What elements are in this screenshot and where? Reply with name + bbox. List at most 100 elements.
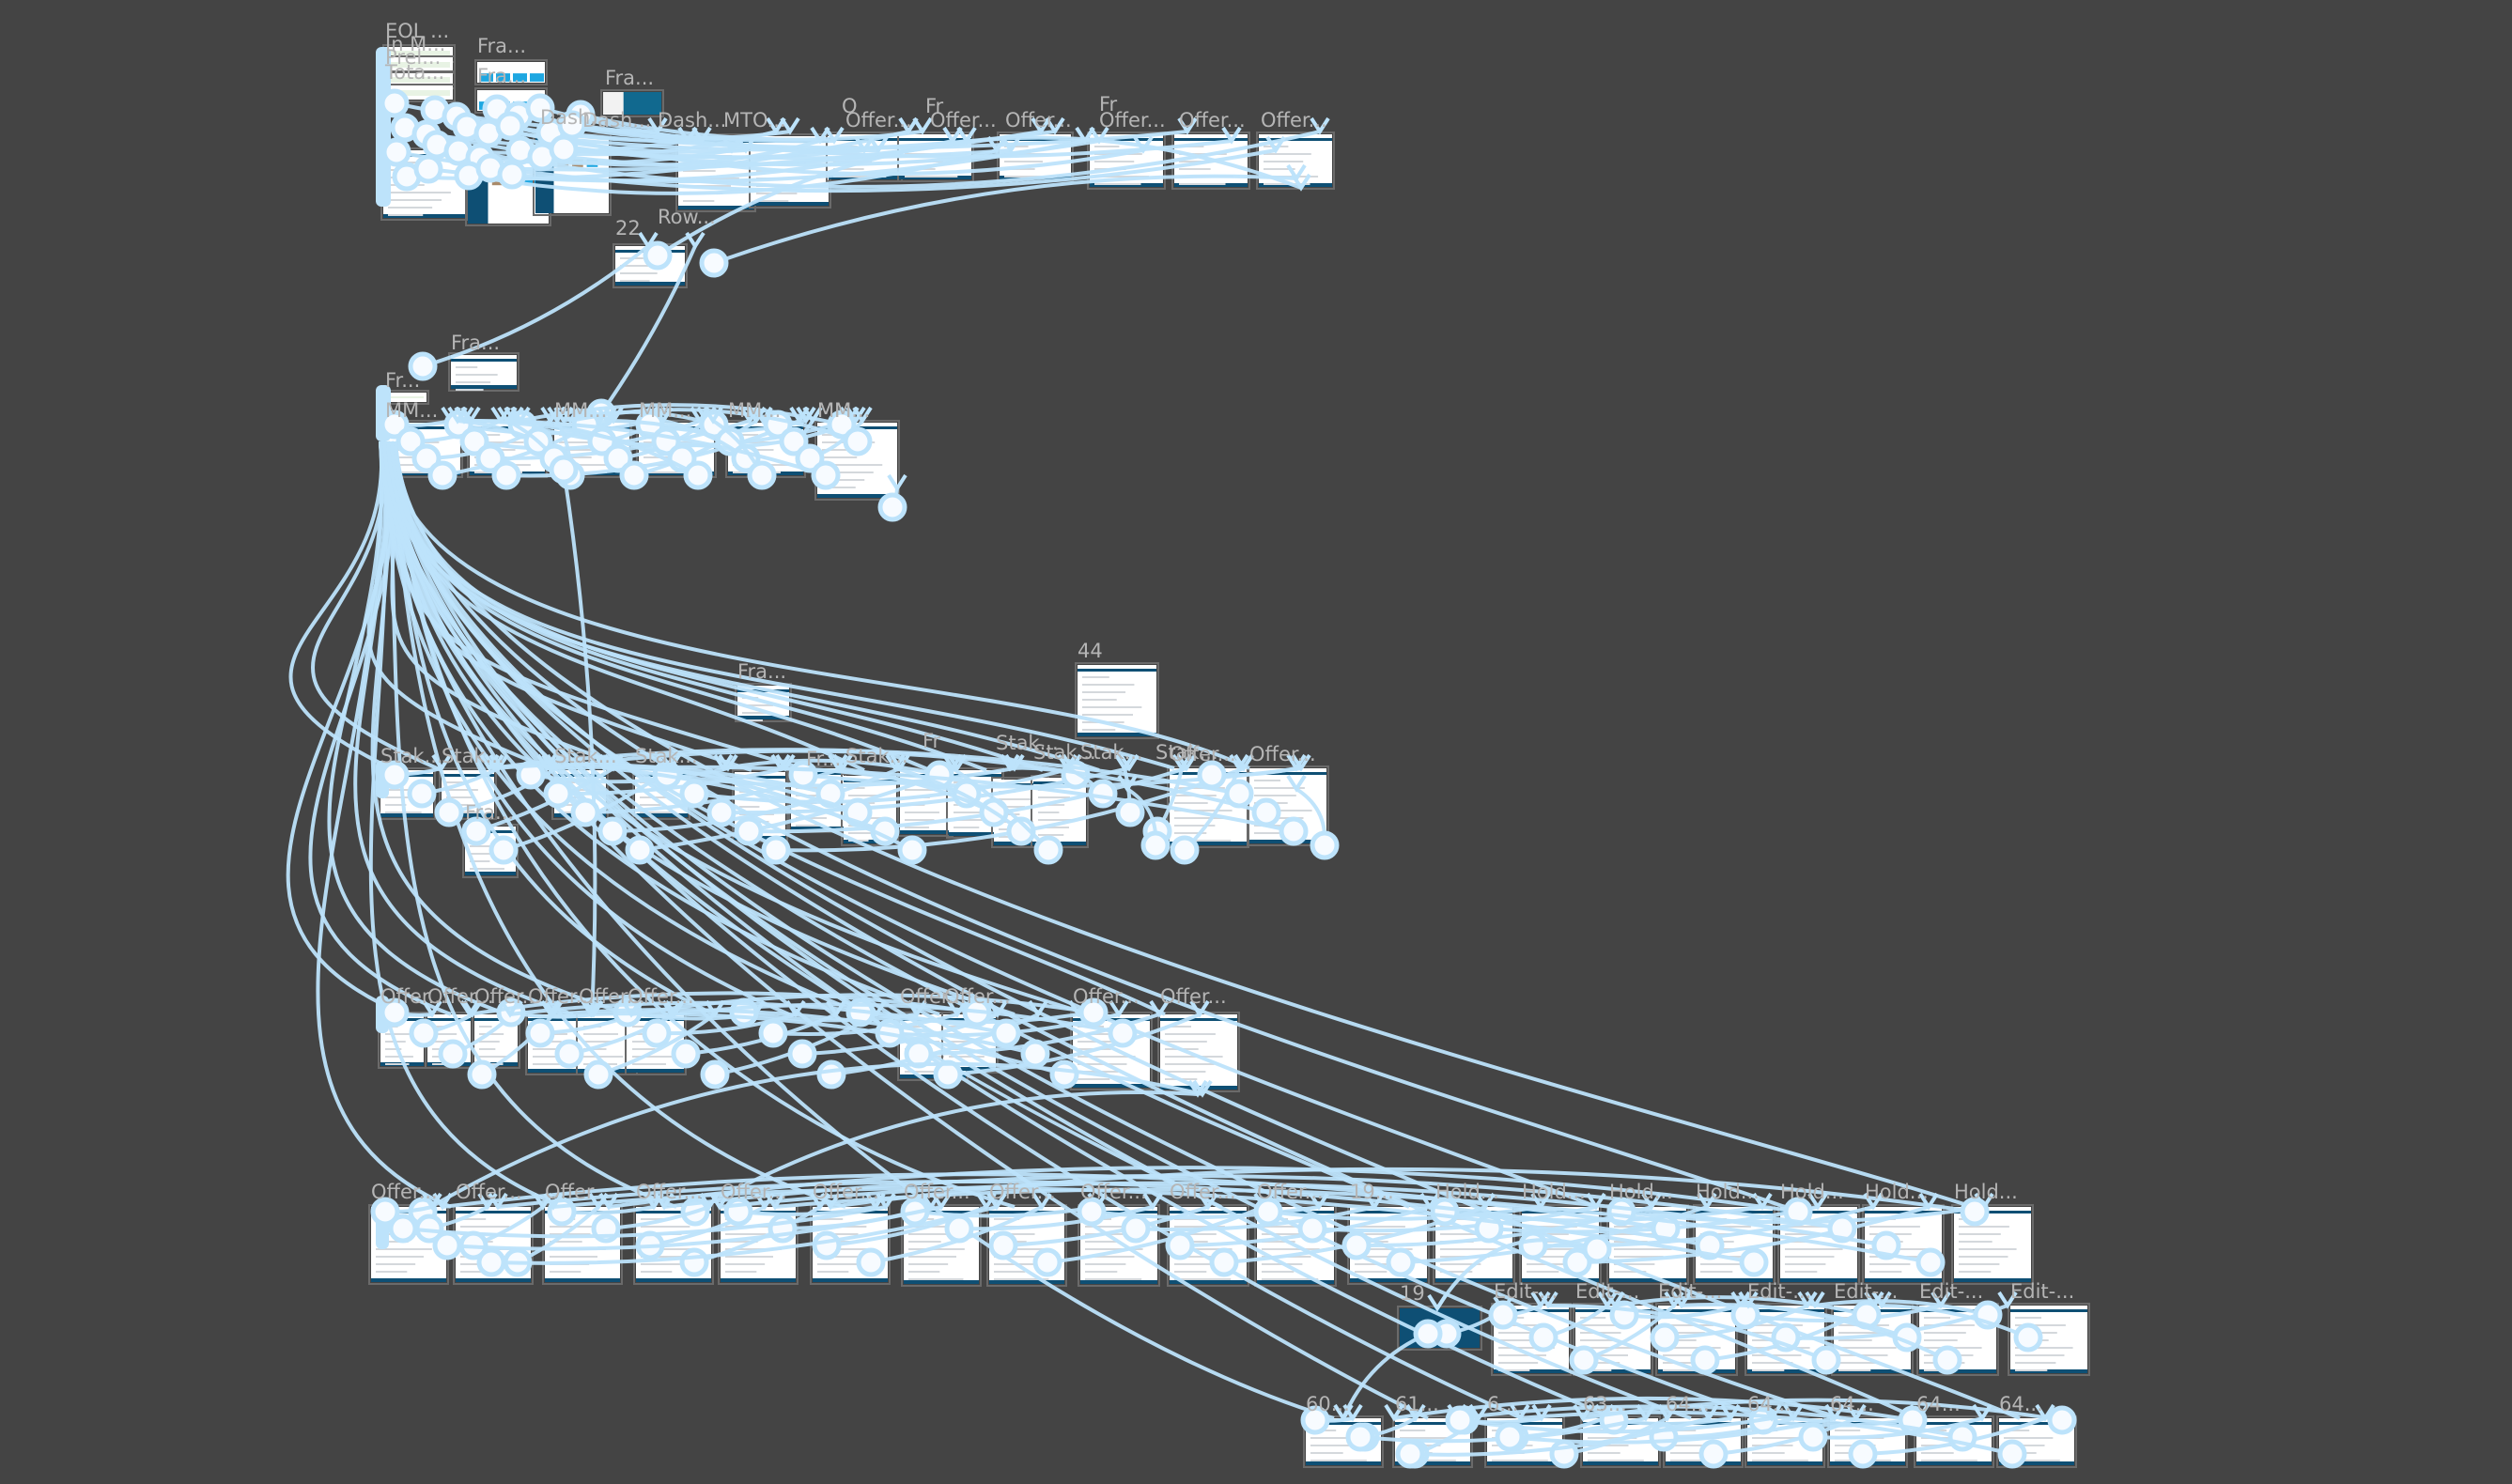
hotspot-icon[interactable] <box>944 1213 974 1244</box>
hotspot-icon[interactable] <box>779 426 809 456</box>
hotspot-icon[interactable] <box>475 443 505 473</box>
hotspot-icon[interactable] <box>1690 1345 1720 1375</box>
connection-line[interactable] <box>368 441 565 1209</box>
hotspot-icon[interactable] <box>411 443 442 473</box>
hotspot-icon[interactable] <box>1739 1247 1769 1277</box>
connection-line[interactable] <box>550 1008 1036 1056</box>
connection-line[interactable] <box>422 244 650 368</box>
connection-line[interactable] <box>519 403 843 426</box>
connection-line[interactable] <box>719 1181 1887 1247</box>
frame-row-5-18[interactable] <box>1951 1204 2034 1285</box>
hotspot-icon[interactable] <box>1121 1213 1151 1244</box>
hotspot-icon[interactable] <box>525 1018 555 1048</box>
hotspot-icon[interactable] <box>380 410 410 440</box>
hotspot-icon[interactable] <box>679 779 709 809</box>
hotspot-icon[interactable] <box>679 1247 709 1277</box>
hotspot-icon[interactable] <box>1310 830 1340 860</box>
hotspot-icon[interactable] <box>700 1059 730 1090</box>
connection-line[interactable] <box>1456 1404 1963 1439</box>
connection-line[interactable] <box>1582 1398 2063 1422</box>
hotspot-icon[interactable] <box>1569 1345 1599 1375</box>
connection-line[interactable] <box>288 441 395 772</box>
connection-line[interactable] <box>386 441 1917 1420</box>
hotspot-icon[interactable] <box>683 460 713 490</box>
hotspot-icon[interactable] <box>413 154 443 184</box>
hotspot-icon[interactable] <box>619 460 649 490</box>
hotspot-icon[interactable] <box>1088 779 1118 809</box>
hotspot-icon[interactable] <box>427 460 457 490</box>
hotspot-icon[interactable] <box>407 779 437 809</box>
hotspot-icon[interactable] <box>1488 1300 1518 1330</box>
frame-row-1-6[interactable] <box>600 89 664 117</box>
connection-line[interactable] <box>894 766 1023 833</box>
connection-line[interactable] <box>1091 1205 1320 1220</box>
hotspot-icon[interactable] <box>543 779 573 809</box>
connection-line[interactable] <box>541 139 821 167</box>
connection-line[interactable] <box>694 1090 1199 1213</box>
connection-line[interactable] <box>656 135 1302 257</box>
hotspot-icon[interactable] <box>897 835 927 865</box>
hotspot-icon[interactable] <box>1562 1247 1592 1277</box>
connection-line[interactable] <box>665 766 913 852</box>
hotspot-icon[interactable] <box>877 492 907 522</box>
hotspot-icon[interactable] <box>2047 1405 2077 1435</box>
hotspot-icon[interactable] <box>643 240 673 271</box>
connection-line[interactable] <box>490 1205 998 1265</box>
hotspot-icon[interactable] <box>747 460 777 490</box>
hotspot-icon[interactable] <box>812 1230 842 1260</box>
hotspot-icon[interactable] <box>467 1059 497 1090</box>
hotspot-icon[interactable] <box>1582 1234 1612 1264</box>
connection-line[interactable] <box>353 441 574 1016</box>
hotspot-icon[interactable] <box>843 426 873 456</box>
connection-line[interactable] <box>421 1061 1203 1213</box>
hotspot-icon[interactable] <box>1300 1405 1330 1435</box>
hotspot-icon[interactable] <box>1170 835 1200 865</box>
connection-line[interactable] <box>597 1013 717 1076</box>
hotspot-icon[interactable] <box>988 1230 1018 1260</box>
hotspot-icon[interactable] <box>1811 1345 1841 1375</box>
hotspot-icon[interactable] <box>409 1018 439 1048</box>
hotspot-icon[interactable] <box>816 1059 846 1090</box>
connection-line[interactable] <box>469 991 978 1016</box>
hotspot-icon[interactable] <box>856 1247 886 1277</box>
connection-line[interactable] <box>394 441 1016 1209</box>
connection-line[interactable] <box>1002 1205 1209 1247</box>
connection-line[interactable] <box>693 766 1073 804</box>
hotspot-icon[interactable] <box>1279 816 1309 846</box>
connection-line[interactable] <box>1814 1299 1989 1317</box>
hotspot-icon[interactable] <box>1386 1247 1416 1277</box>
connection-line[interactable] <box>379 441 1335 1420</box>
flow-start-tab[interactable] <box>376 47 391 207</box>
connection-line[interactable] <box>382 441 1842 1420</box>
hotspot-icon[interactable] <box>1915 1247 1946 1277</box>
connection-line[interactable] <box>599 245 697 415</box>
hotspot-icon[interactable] <box>1032 1247 1062 1277</box>
connection-line[interactable] <box>603 765 1295 833</box>
hotspot-icon[interactable] <box>438 1039 468 1069</box>
hotspot-icon[interactable] <box>497 160 527 190</box>
hotspot-icon[interactable] <box>603 443 633 473</box>
connection-line[interactable] <box>569 408 859 443</box>
hotspot-icon[interactable] <box>495 111 525 141</box>
hotspot-icon[interactable] <box>1997 1439 2027 1469</box>
hotspot-icon[interactable] <box>434 797 464 827</box>
hotspot-icon[interactable] <box>2013 1322 2043 1353</box>
hotspot-icon[interactable] <box>1006 816 1036 846</box>
connection-line[interactable] <box>402 1205 887 1239</box>
connection-line[interactable] <box>713 174 1297 265</box>
connection-line[interactable] <box>379 441 1767 1420</box>
connection-line[interactable] <box>390 441 1786 1209</box>
hotspot-icon[interactable] <box>1345 1422 1375 1452</box>
hotspot-icon[interactable] <box>525 93 555 123</box>
connection-line[interactable] <box>390 441 846 1209</box>
hotspot-icon[interactable] <box>388 1213 418 1244</box>
hotspot-icon[interactable] <box>370 1197 400 1227</box>
hotspot-icon[interactable] <box>699 248 729 278</box>
hotspot-icon[interactable] <box>1140 830 1171 860</box>
connection-line[interactable] <box>511 139 1086 184</box>
connection-line[interactable] <box>1747 1304 1948 1362</box>
hotspot-icon[interactable] <box>1518 1230 1548 1260</box>
hotspot-icon[interactable] <box>554 1039 584 1069</box>
hotspot-icon[interactable] <box>1297 1213 1327 1244</box>
